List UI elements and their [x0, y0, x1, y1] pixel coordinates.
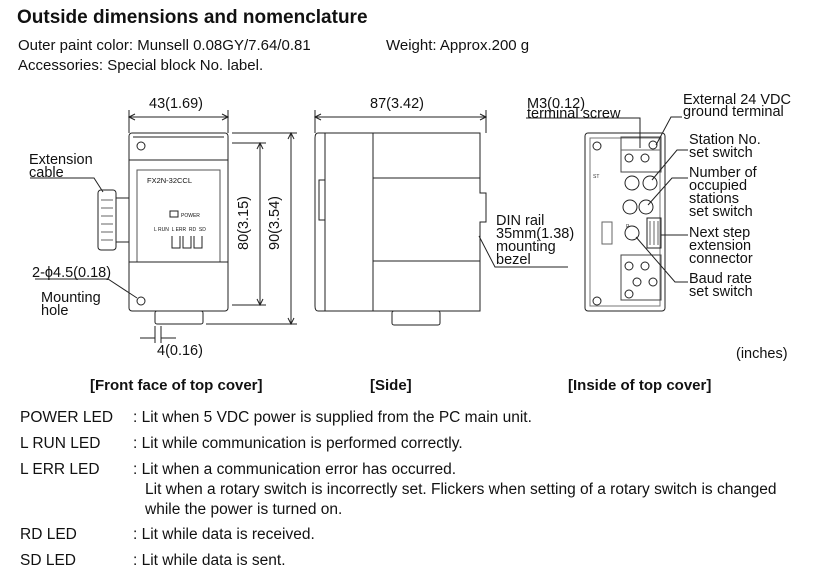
- station-switch-label: Station No.: [689, 132, 761, 148]
- mounting-hole-size: 2-ϕ4.5(0.18): [32, 265, 112, 281]
- next-connector-label: Next step: [689, 225, 751, 241]
- extension-cable-label: Extension: [29, 152, 93, 168]
- din-rail-label: DIN rail: [496, 213, 545, 229]
- led-desc-rd: : Lit while data is received.: [133, 526, 315, 543]
- led-name-sd: SD LED: [20, 552, 76, 569]
- front-view: [30, 110, 297, 343]
- caption-side: [Side]: [370, 377, 412, 394]
- mounting-hole-label-2: hole: [41, 303, 69, 319]
- din-rail-size: 35mm(1.38): [496, 226, 575, 242]
- model-label: FX2N-32CCL: [147, 176, 192, 185]
- terminal-screw-size: M3(0.12): [527, 96, 586, 112]
- power-led-text: POWER: [181, 213, 200, 219]
- led-desc-power: : Lit when 5 VDC power is supplied from …: [133, 409, 532, 426]
- page-title: Outside dimensions and nomenclature: [17, 7, 368, 28]
- caption-inside: [Inside of top cover]: [568, 377, 712, 394]
- front-width-dimension: 43(1.69): [149, 96, 204, 112]
- occupied-switch-label-4: set switch: [689, 204, 753, 220]
- next-connector-label-2: extension: [689, 238, 752, 254]
- led-name-lrun: L RUN LED: [20, 435, 101, 452]
- terminal-screw-label: terminal screw: [527, 106, 621, 122]
- units-note: (inches): [736, 346, 788, 362]
- front-bottom-dimension: 4(0.16): [157, 343, 203, 359]
- station-switch-label-2: set switch: [689, 145, 753, 161]
- din-rail-mounting: mounting: [496, 239, 556, 255]
- led-desc-sd: : Lit while data is sent.: [133, 552, 286, 569]
- baud-switch-label-2: set switch: [689, 284, 753, 300]
- led-desc-lrun: : Lit while communication is performed c…: [133, 435, 463, 452]
- led-name-rd: RD LED: [20, 526, 77, 543]
- paint-color-spec: Outer paint color: Munsell 0.08GY/7.64/0…: [18, 37, 311, 54]
- side-width-dimension: 87(3.42): [370, 96, 425, 112]
- din-rail-bezel: bezel: [496, 252, 531, 268]
- next-connector-label-3: connector: [689, 251, 753, 267]
- inside-view: [526, 116, 688, 312]
- led-desc-lerr: : Lit when a communication error has occ…: [133, 461, 457, 478]
- inside-power-label: P: [626, 224, 630, 230]
- front-height-dimension-80: 80(3.15): [236, 195, 252, 250]
- caption-front: [Front face of top cover]: [90, 377, 263, 394]
- led-name-lerr: L ERR LED: [20, 461, 100, 478]
- mounting-hole-label: Mounting: [41, 290, 101, 306]
- ground-terminal-label: External 24 VDC: [683, 92, 791, 108]
- led-name-power: POWER LED: [20, 409, 114, 426]
- led-desc-lerr-3: while the power is turned on.: [145, 501, 343, 518]
- ground-terminal-label-2: ground terminal: [683, 104, 784, 120]
- led-row-text: L RUN L ERR RD SD: [154, 227, 206, 233]
- baud-switch-label: Baud rate: [689, 271, 752, 287]
- occupied-switch-label-2: occupied: [689, 178, 748, 194]
- inside-station-label: ST: [593, 174, 599, 180]
- accessories-spec: Accessories: Special block No. label.: [18, 57, 264, 74]
- led-desc-lerr-2: Lit when a rotary switch is incorrectly …: [145, 481, 777, 498]
- front-height-dimension-90: 90(3.54): [267, 195, 283, 250]
- side-view: [313, 110, 568, 326]
- occupied-switch-label-3: stations: [689, 191, 739, 207]
- extension-cable-label-2: cable: [29, 165, 64, 181]
- occupied-switch-label: Number of: [689, 165, 757, 181]
- weight-spec: Weight: Approx.200 g: [386, 37, 530, 54]
